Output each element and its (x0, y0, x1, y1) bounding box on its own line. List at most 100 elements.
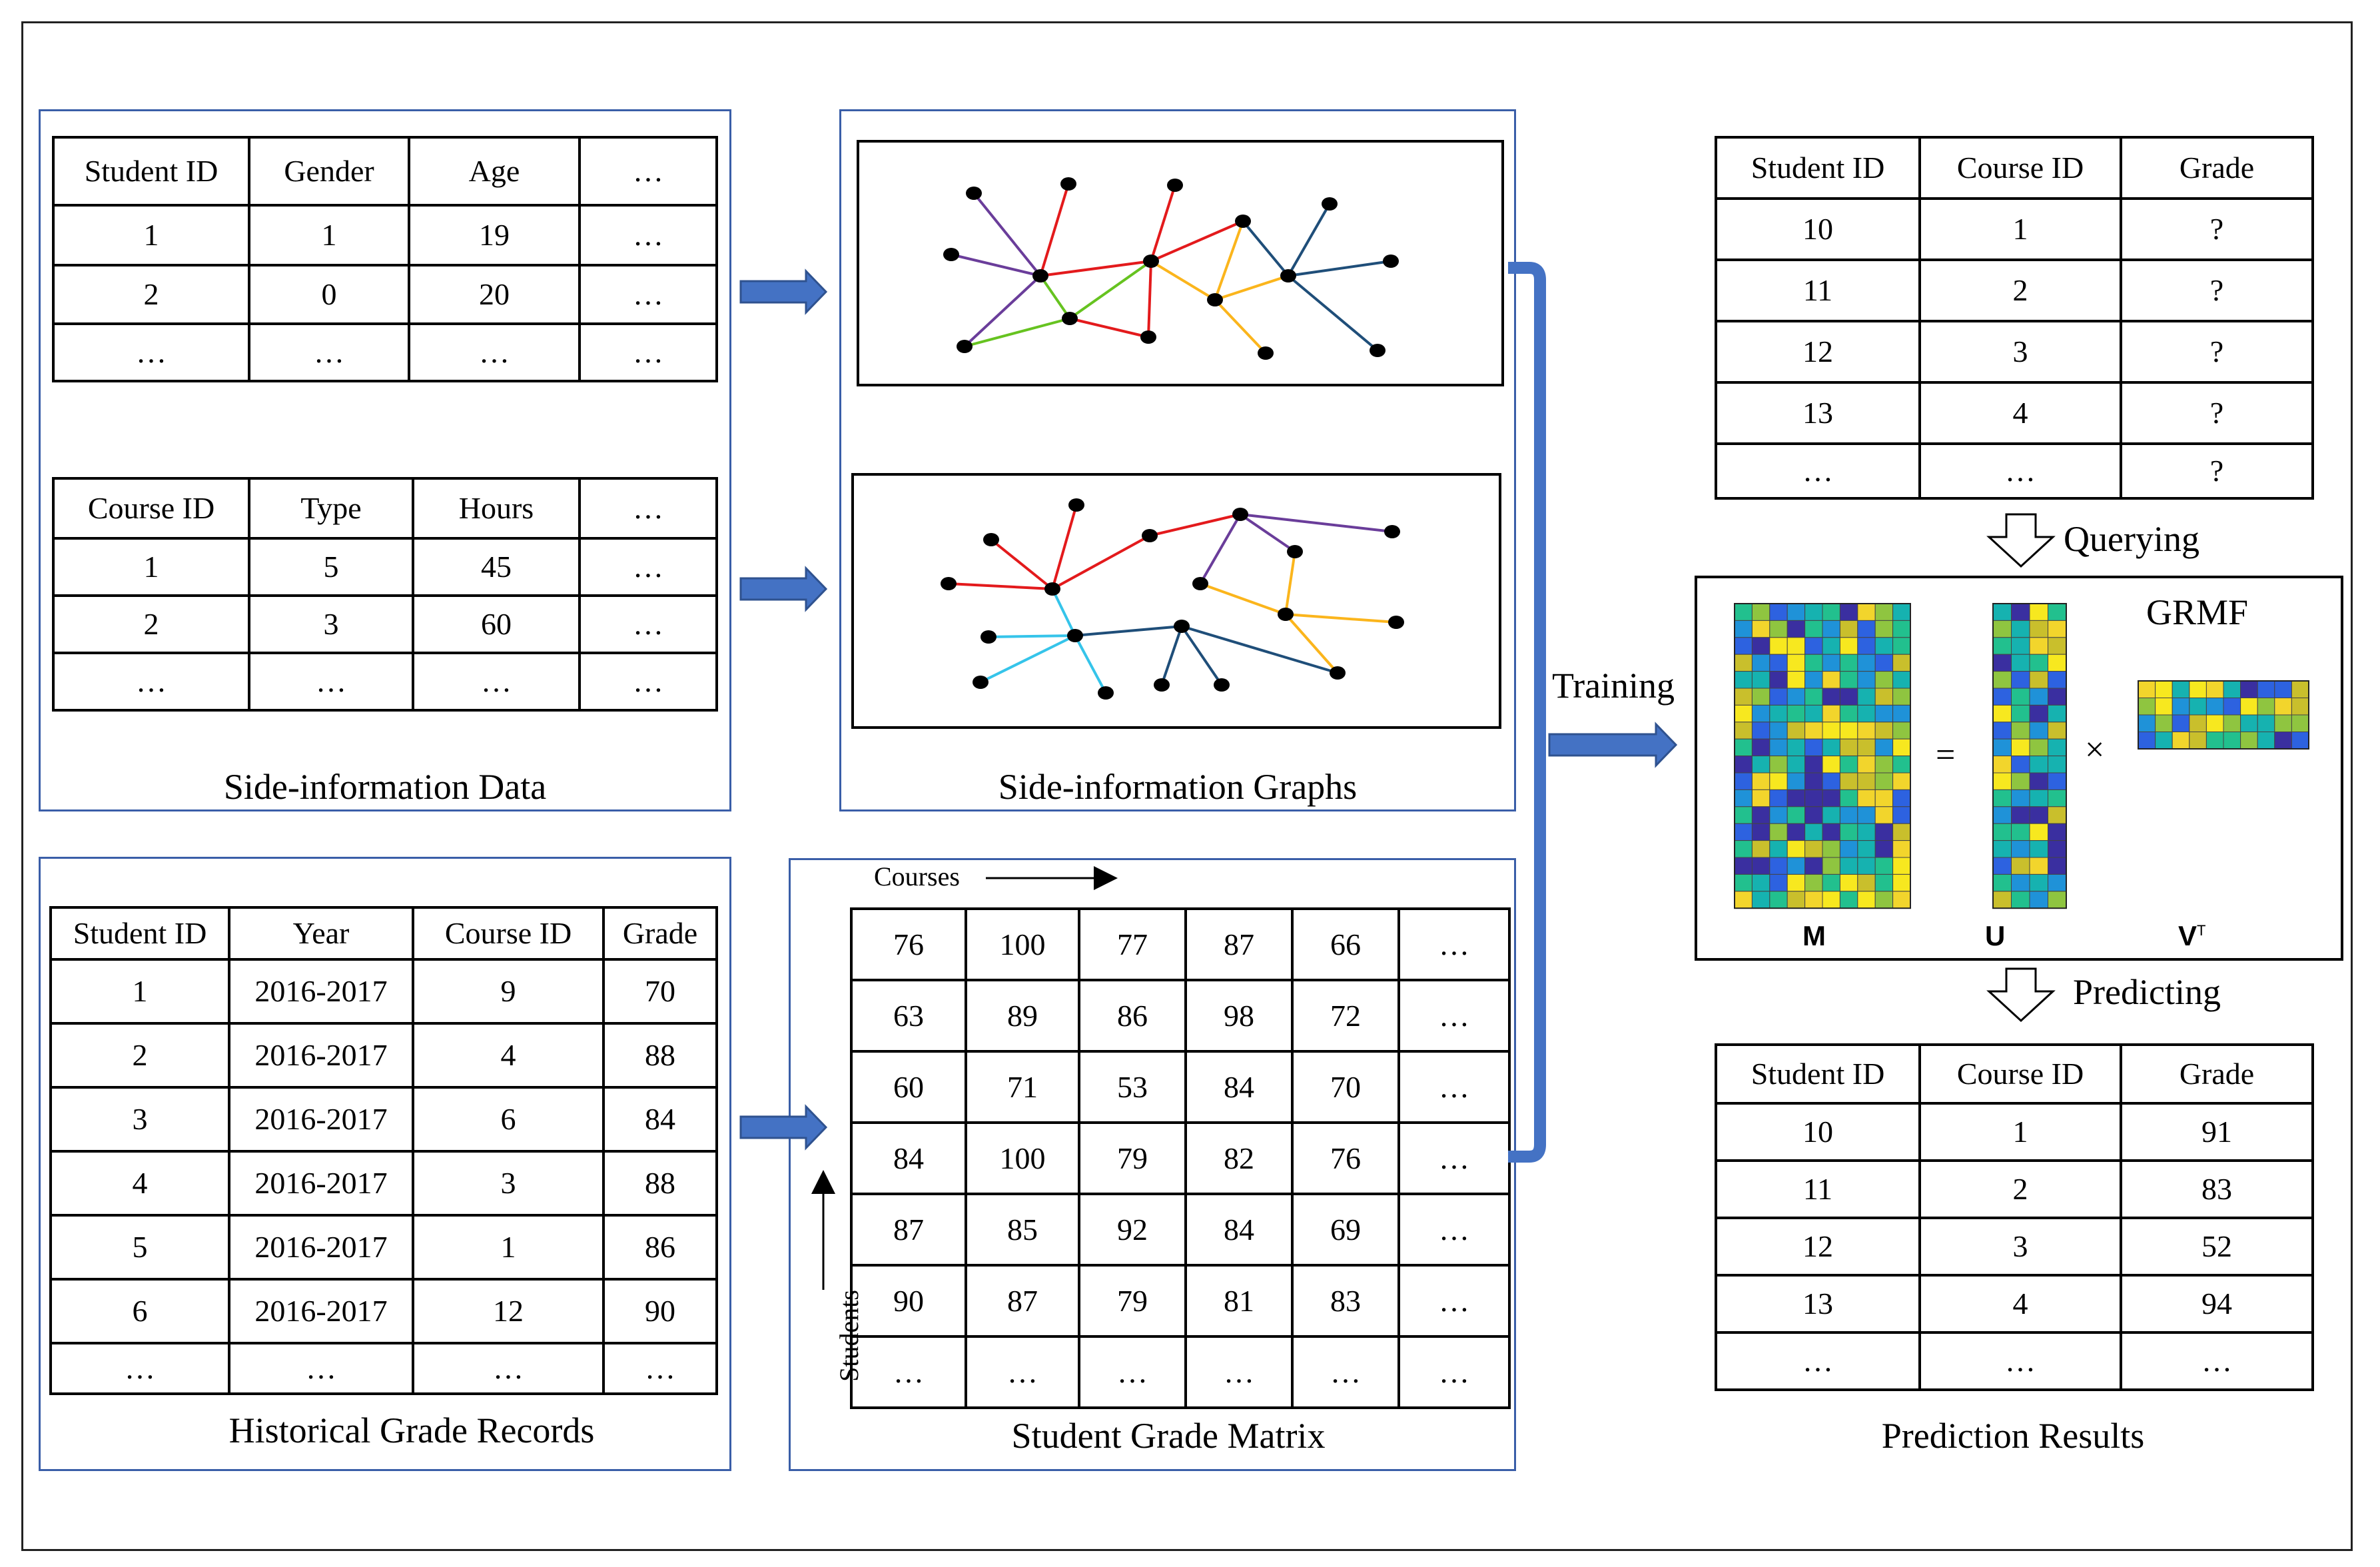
course-graph-box (851, 473, 1501, 729)
table-cell: … (49, 1342, 230, 1395)
table-header: Grade (2120, 136, 2314, 200)
table-cell: 81 (1184, 1264, 1294, 1338)
table-cell: 4 (412, 1022, 605, 1089)
student-graph-box (857, 140, 1504, 386)
table-cell: 1 (52, 204, 250, 266)
table-cell: 86 (1078, 979, 1187, 1053)
table-cell: 19 (408, 204, 581, 266)
side-information-graphs-caption: Side-information Graphs (998, 767, 1358, 807)
table-cell: 5 (248, 537, 414, 597)
table-cell: … (1715, 1331, 1921, 1391)
table-cell: … (412, 652, 581, 712)
table-cell: 70 (602, 958, 718, 1025)
table-cell: 6 (412, 1086, 605, 1153)
table-cell: 76 (850, 907, 967, 981)
table-cell: 2016-2017 (228, 1278, 414, 1344)
table-cell: … (52, 322, 250, 382)
table-cell: 69 (1291, 1193, 1400, 1267)
table-cell: 2016-2017 (228, 958, 414, 1025)
table-cell: … (1078, 1335, 1187, 1409)
table-cell: 87 (1184, 907, 1294, 981)
table-cell: 83 (1291, 1264, 1400, 1338)
table-row: ……? (1715, 442, 2314, 500)
table-cell: 2016-2017 (228, 1086, 414, 1153)
table-cell: 3 (1918, 320, 2122, 384)
table-header: Type (248, 477, 414, 540)
table-cell: 2 (1918, 1159, 2122, 1219)
table-cell: 84 (850, 1121, 967, 1195)
table-cell: 76 (1291, 1121, 1400, 1195)
prediction-results-caption: Prediction Results (1881, 1416, 2145, 1456)
table-cell: 82 (1184, 1121, 1294, 1195)
table-header: Age (408, 136, 581, 207)
table-cell: 9 (412, 958, 605, 1025)
table-header: … (578, 477, 718, 540)
table-cell: 98 (1184, 979, 1294, 1053)
table-cell: 1 (1918, 197, 2122, 261)
table-cell: 77 (1078, 907, 1187, 981)
table-cell: 86 (602, 1214, 718, 1281)
historical-grade-records-panel (39, 857, 731, 1471)
table-cell: 85 (965, 1193, 1080, 1267)
table-cell: 0 (248, 264, 410, 325)
table-cell: 2016-2017 (228, 1214, 414, 1281)
table-cell: ? (2120, 197, 2314, 261)
student-grade-matrix-caption: Student Grade Matrix (1011, 1416, 1326, 1456)
table-cell: … (602, 1342, 718, 1395)
table-cell: … (1397, 907, 1511, 981)
table-cell: … (52, 652, 250, 712)
table-cell: … (1397, 1335, 1511, 1409)
table-cell: 91 (2120, 1102, 2314, 1162)
table-cell: 4 (1918, 1274, 2122, 1334)
training-label: Training (1552, 666, 1675, 706)
grmf-title: GRMF (2146, 592, 2249, 632)
table-cell: … (578, 537, 718, 597)
table-cell: 1 (1918, 1102, 2122, 1162)
table-cell: … (408, 322, 581, 382)
table-header: Grade (602, 906, 718, 961)
times-sign: × (2085, 731, 2105, 769)
table-cell: 53 (1078, 1050, 1187, 1124)
table-cell: 94 (2120, 1274, 2314, 1334)
table-row: ………… (49, 1342, 718, 1395)
table-cell: 4 (49, 1150, 230, 1217)
table-cell: 1 (52, 537, 250, 597)
table-cell: 12 (1715, 1217, 1921, 1277)
table-header: Course ID (412, 906, 605, 961)
table-header: Course ID (52, 477, 250, 540)
table-cell: 90 (850, 1264, 967, 1338)
table-cell: 79 (1078, 1264, 1187, 1338)
table-cell: 71 (965, 1050, 1080, 1124)
table-cell: … (578, 652, 718, 712)
table-cell: … (1918, 1331, 2122, 1391)
table-cell: … (1715, 442, 1921, 500)
table-cell: 2016-2017 (228, 1022, 414, 1089)
table-cell: 84 (1184, 1193, 1294, 1267)
table-cell: 87 (965, 1264, 1080, 1338)
table-cell: 6 (49, 1278, 230, 1344)
table-cell: … (578, 264, 718, 325)
table-cell: 79 (1078, 1121, 1187, 1195)
table-cell: 70 (1291, 1050, 1400, 1124)
table-cell: 20 (408, 264, 581, 325)
table-cell: … (412, 1342, 605, 1395)
table-header: Student ID (1715, 136, 1921, 200)
table-cell: 45 (412, 537, 581, 597)
